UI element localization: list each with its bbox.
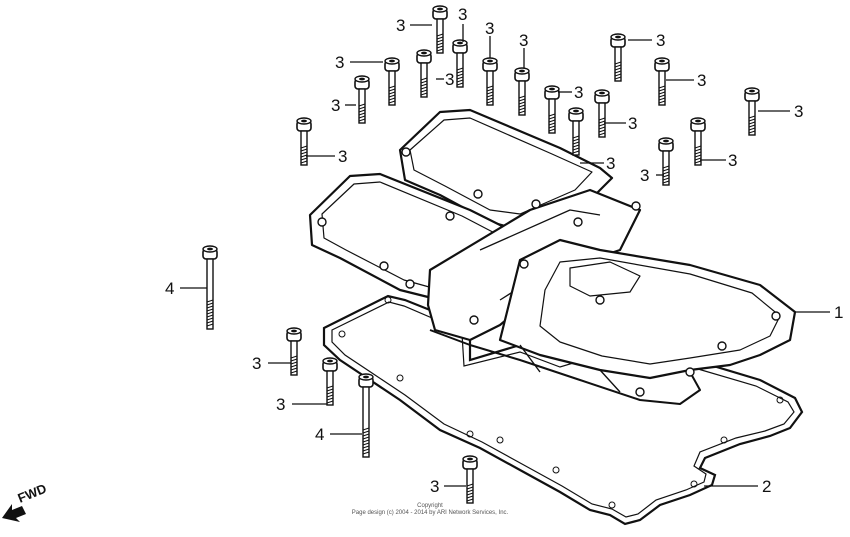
callout-4: 4 xyxy=(315,425,324,444)
callout-3: 3 xyxy=(519,31,528,50)
forward-direction-indicator: FWD xyxy=(2,481,49,522)
callout-3: 3 xyxy=(606,154,615,173)
callout-3: 3 xyxy=(628,114,637,133)
callout-3: 3 xyxy=(276,395,285,414)
callout-1: 1 xyxy=(834,303,843,322)
callout-3: 3 xyxy=(794,102,803,121)
copyright-text: Page design (c) 2004 - 2014 by ARI Netwo… xyxy=(351,510,509,516)
callout-labels: 3 3 3 3 3 3 3 3 3 3 3 3 3 3 3 3 4 3 3 4 … xyxy=(165,5,843,496)
gasket-part xyxy=(322,294,804,526)
callout-3: 3 xyxy=(697,71,706,90)
callout-3: 3 xyxy=(338,147,347,166)
callout-3: 3 xyxy=(252,354,261,373)
callout-3: 3 xyxy=(335,53,344,72)
callout-3: 3 xyxy=(396,16,405,35)
callout-3: 3 xyxy=(574,83,583,102)
callout-3: 3 xyxy=(485,19,494,38)
cylinder-head-cover-part xyxy=(308,108,797,405)
callout-3: 3 xyxy=(331,96,340,115)
callout-3: 3 xyxy=(728,151,737,170)
callout-3: 3 xyxy=(656,31,665,50)
bolt-long-group xyxy=(202,245,374,458)
callout-2: 2 xyxy=(762,477,771,496)
forward-label: FWD xyxy=(16,481,49,506)
copyright-notice: Copyright Page design (c) 2004 - 2014 by… xyxy=(300,503,560,517)
callout-4: 4 xyxy=(165,279,174,298)
leader-lines xyxy=(180,24,830,487)
callout-3: 3 xyxy=(640,166,649,185)
forward-arrow-icon xyxy=(2,504,26,522)
callout-3: 3 xyxy=(458,5,467,24)
callout-3: 3 xyxy=(445,70,454,89)
callout-3: 3 xyxy=(430,477,439,496)
copyright-heading: Copyright xyxy=(417,503,443,509)
